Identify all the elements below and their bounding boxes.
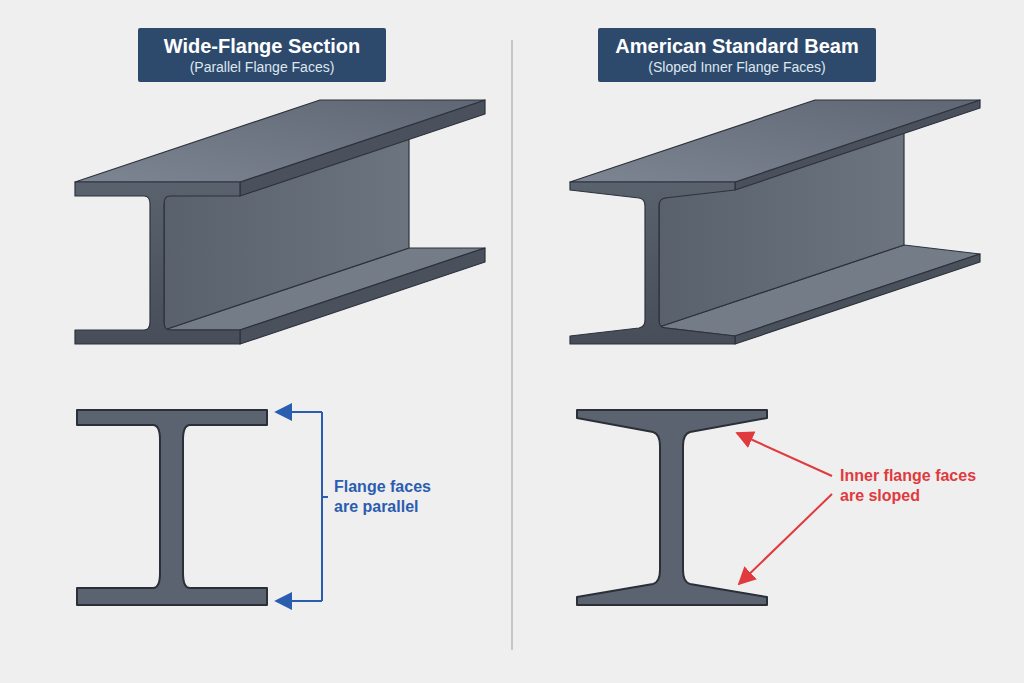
- sloped-leaders: [737, 433, 832, 584]
- subtitle-text: (Sloped Inner Flange Faces): [612, 58, 862, 76]
- beam-end-face: [570, 182, 735, 344]
- title-text: American Standard Beam: [612, 34, 862, 58]
- divider-line: [511, 40, 513, 650]
- title-text: Wide-Flange Section: [152, 34, 372, 58]
- wide-flange-beam-3d: [75, 100, 485, 344]
- callout-label: Flange faces are parallel: [334, 477, 446, 517]
- leader-arrow: [739, 494, 832, 584]
- title-box: American Standard Beam(Sloped Inner Flan…: [598, 28, 876, 82]
- standard-beam-3d: [570, 100, 980, 344]
- subtitle-text: (Parallel Flange Faces): [152, 58, 372, 76]
- title-box: Wide-Flange Section(Parallel Flange Face…: [138, 28, 386, 82]
- standard-beam-section: [577, 410, 767, 605]
- callout-label: Inner flange faces are sloped: [840, 466, 980, 506]
- leader-arrow: [276, 411, 322, 413]
- parallel-bracket: [276, 412, 328, 601]
- leader-arrow: [737, 433, 832, 476]
- flange-surface: [75, 100, 485, 182]
- beam-end-face: [75, 182, 240, 344]
- wide-flange-section: [77, 410, 267, 605]
- flange-surface: [570, 100, 980, 182]
- bracket-tick: [322, 496, 328, 498]
- bracket-line: [321, 412, 323, 601]
- leader-arrow: [276, 600, 322, 602]
